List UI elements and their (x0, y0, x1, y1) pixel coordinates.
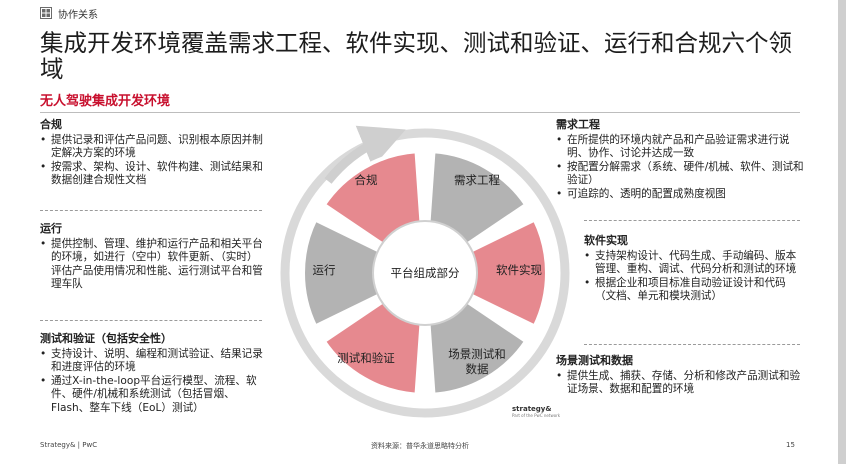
petal-label-requirements: 需求工程 (454, 173, 500, 187)
testing-heading: 测试和验证（包括安全性） (40, 332, 172, 345)
operations-item: 提供控制、管理、维护和运行产品和相关平台的环境，如进行（空中）软件更新、（实时）… (40, 238, 268, 292)
center-label: 平台组成部分 (391, 266, 460, 280)
footer-brand: Strategy& | PwC (40, 441, 98, 449)
divider (40, 320, 262, 321)
software-item: 根据企业和项目标准自动验证设计和代码（文档、单元和模块测试） (584, 277, 806, 304)
petal-label-scenario-2: 数据 (466, 362, 489, 376)
petal-label-scenario: 场景测试和 (448, 347, 506, 361)
scenario-block: 场景测试和数据 提供生成、捕获、存储、分析和修改产品测试和验证场景、数据和配置的… (556, 354, 806, 397)
brand-sub: Part of the PwC network (512, 413, 561, 418)
operations-heading: 运行 (40, 222, 62, 235)
petal-label-software: 软件实现 (496, 263, 542, 277)
center-circle (372, 220, 478, 326)
software-heading: 软件实现 (584, 234, 628, 247)
top-bar: 协作关系 (0, 0, 846, 26)
compliance-item: 按需求、架构、设计、软件构建、测试结果和数据创建合规性文档 (40, 161, 268, 188)
strategy-logo: strategy& Part of the PwC network (512, 405, 560, 418)
grid-logo-icon (40, 7, 52, 19)
software-item: 支持架构设计、代码生成、手动编码、版本管理、重构、调试、代码分析和测试的环境 (584, 250, 806, 277)
footer-source: 资料来源：普华永道思略特分析 (371, 442, 469, 450)
requirements-block: 需求工程 在所提供的环境内就产品和产品验证需求进行说明、协作、讨论并达成一致 按… (556, 118, 806, 202)
page-title: 集成开发环境覆盖需求工程、软件实现、测试和验证、运行和合规六个领域 (40, 29, 792, 83)
requirements-item: 可追踪的、透明的配置成熟度视图 (556, 188, 806, 202)
operations-block: 运行 提供控制、管理、维护和运行产品和相关平台的环境，如进行（空中）软件更新、（… (40, 222, 268, 292)
divider (40, 210, 262, 211)
scenario-heading: 场景测试和数据 (556, 354, 633, 367)
testing-block: 测试和验证（包括安全性） 支持设计、说明、编程和测试验证、结果记录和进度评估的环… (40, 332, 268, 416)
cycle-arrow-icon (324, 125, 406, 184)
section-tag: 协作关系 (58, 10, 98, 21)
page-subtitle: 无人驾驶集成开发环境 (40, 94, 171, 109)
divider (584, 344, 800, 345)
divider (584, 220, 800, 221)
petal-label-testing: 测试和验证 (337, 351, 395, 365)
petal-label-compliance: 合规 (355, 173, 378, 187)
scenario-item: 提供生成、捕获、存储、分析和修改产品测试和验证场景、数据和配置的环境 (556, 370, 806, 397)
testing-item: 支持设计、说明、编程和测试验证、结果记录和进度评估的环境 (40, 348, 268, 375)
compliance-heading: 合规 (40, 118, 62, 131)
cycle-ring (280, 128, 570, 418)
brand-main: strategy& (512, 405, 552, 413)
software-block: 软件实现 支持架构设计、代码生成、手动编码、版本管理、重构、调试、代码分析和测试… (584, 234, 806, 304)
page-number: 15 (786, 441, 795, 449)
requirements-heading: 需求工程 (556, 118, 600, 131)
compliance-block: 合规 提供记录和评估产品问题、识别根本原因并制定解决方案的环境 按需求、架构、设… (40, 118, 268, 188)
testing-item: 通过X-in-the-loop平台运行模型、流程、软件、硬件/机械和系统测试（包… (40, 375, 268, 416)
divider (40, 112, 800, 113)
requirements-item: 在所提供的环境内就产品和产品验证需求进行说明、协作、讨论并达成一致 (556, 134, 806, 161)
requirements-item: 按配置分解需求（系统、硬件/机械、软件、测试和验证） (556, 161, 806, 188)
flower-diagram: 平台组成部分 合规 需求工程 软件实现 场景测试和 数据 测试和验证 运行 (270, 118, 580, 428)
scrollbar[interactable] (838, 0, 846, 464)
petal-label-operations: 运行 (313, 263, 336, 277)
compliance-item: 提供记录和评估产品问题、识别根本原因并制定解决方案的环境 (40, 134, 268, 161)
